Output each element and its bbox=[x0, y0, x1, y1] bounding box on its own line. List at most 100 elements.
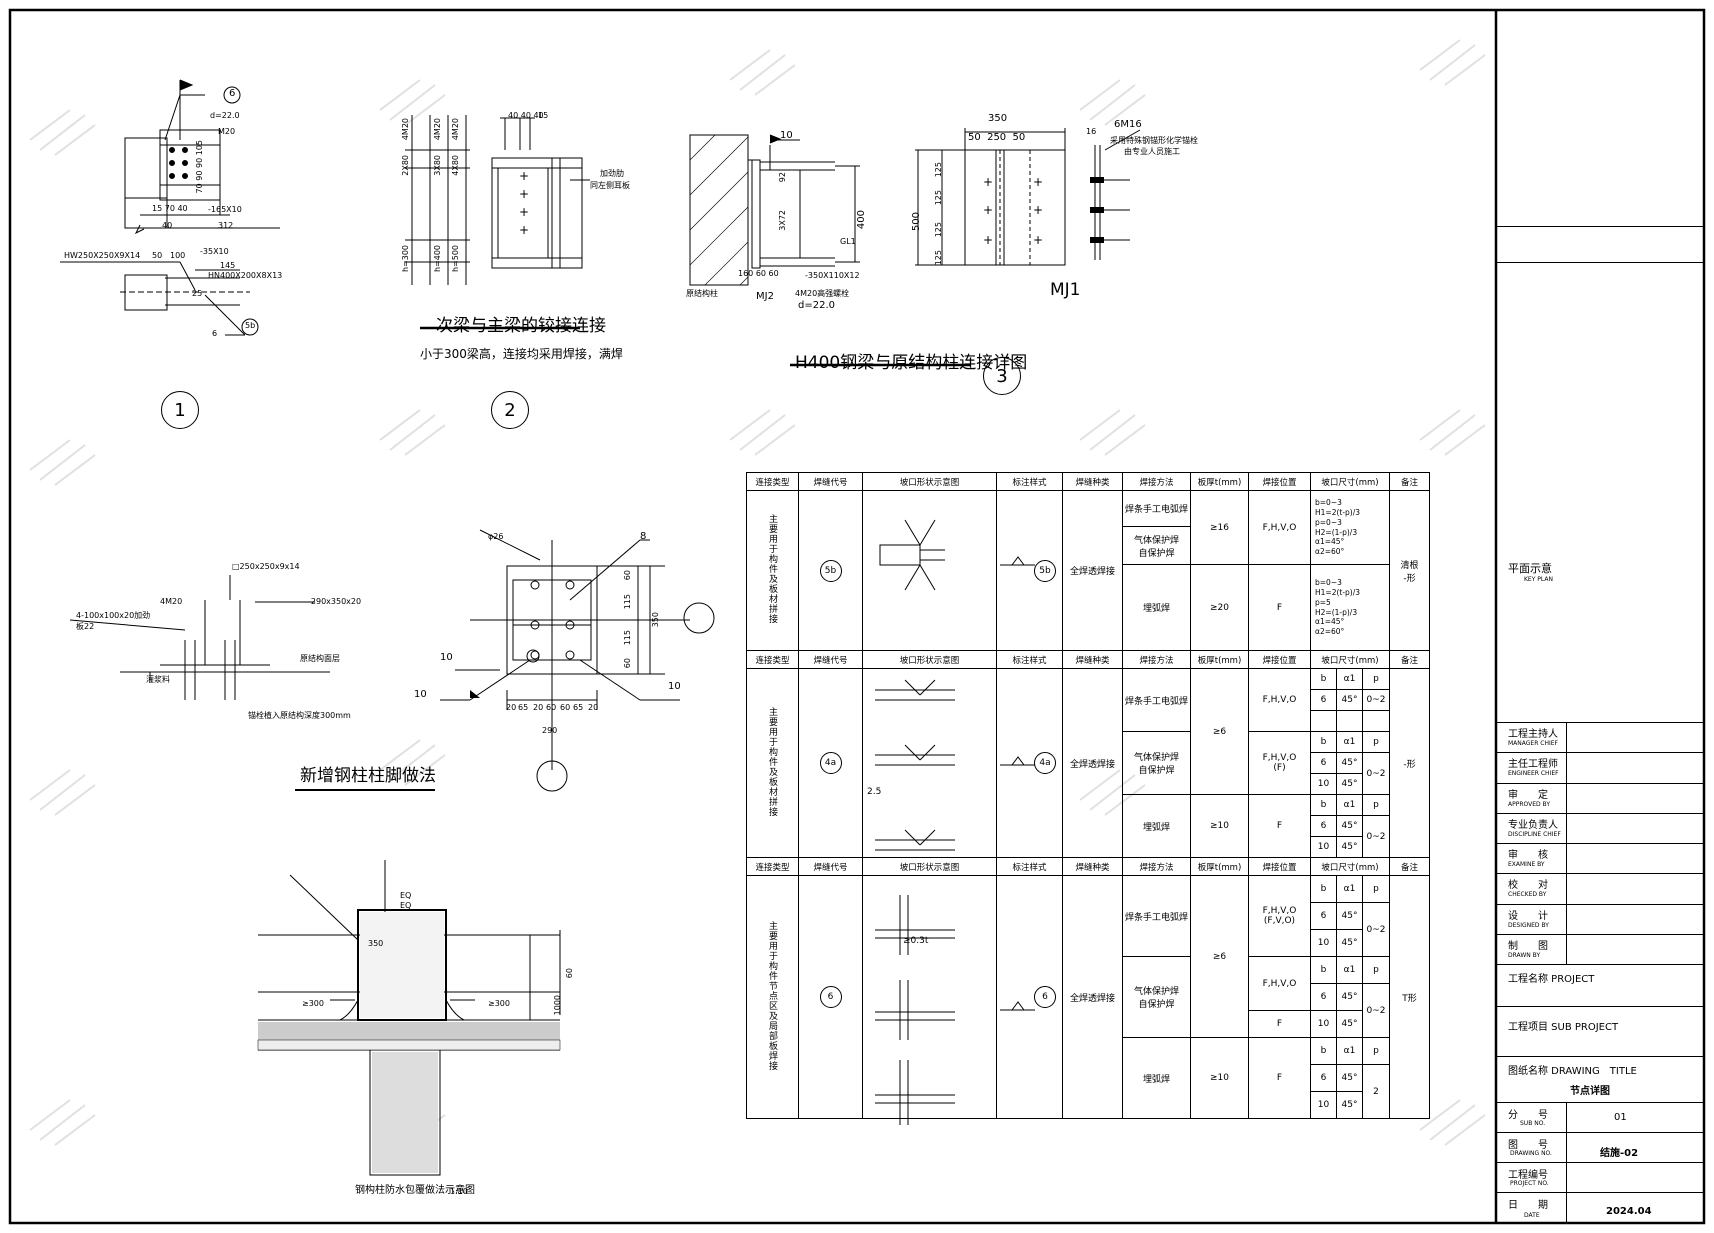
weld-g3-b-hdr: b bbox=[1310, 875, 1337, 903]
sheet-border bbox=[8, 8, 1706, 1225]
weld-g3-thickness-3: ≥10 bbox=[1190, 1037, 1249, 1119]
detail-1-d25: 25 bbox=[192, 289, 203, 298]
weld-g2-thickness-3: ≥10 bbox=[1190, 794, 1249, 858]
detail-3-bolts: 4M20高强螺栓 bbox=[795, 289, 850, 298]
detail-1-col: HW250X250X9X14 bbox=[64, 251, 141, 260]
role-row-line bbox=[1496, 843, 1704, 844]
weld-g3-row-3: 10 45° bbox=[747, 929, 1430, 957]
weld-g2-mark-tag: 4a bbox=[1034, 752, 1056, 774]
anchor-note-2: 由专业人员施工 bbox=[1124, 147, 1180, 156]
weld-g2-p-hdr-2: p bbox=[1361, 731, 1391, 753]
role-label-en: MANAGER CHIEF bbox=[1508, 740, 1558, 747]
weld-g2-p-hdr-3: p bbox=[1361, 794, 1391, 816]
weld-g2-type-text: 主要用于构件及板材拼接 bbox=[767, 706, 777, 817]
weld-g3-type: 主要用于构件节点区及局部板焊接 bbox=[746, 875, 799, 1119]
detail-2-col3-a: 4X80 bbox=[451, 155, 460, 176]
weld-g2-row-6: 10 45° bbox=[747, 773, 1430, 795]
weld-g3-row-9: 10 45° bbox=[747, 1091, 1430, 1119]
role-label-en: DISCIPLINE CHIEF bbox=[1508, 830, 1561, 838]
base-grid-circle-bottom bbox=[536, 760, 568, 792]
waterproof-d350: 350 bbox=[368, 939, 384, 948]
tb-line-dt bbox=[1496, 1056, 1704, 1057]
detail-1-d145: 145 bbox=[220, 261, 236, 270]
mj1-left-1: 125 bbox=[934, 162, 943, 178]
weld-g3-a-hdr: α1 bbox=[1336, 875, 1363, 903]
weld-g2-row-5: 6 45° 0~2 bbox=[747, 752, 1430, 795]
weld-g2-r4-a: 45° bbox=[1336, 815, 1363, 837]
sub-project-label: 工程项目 SUB PROJECT bbox=[1508, 1022, 1619, 1033]
weld-g3-position-1: F,H,V,O (F,V,O) bbox=[1248, 875, 1311, 957]
weld-g3-r3-b: 6 bbox=[1310, 983, 1337, 1011]
base-dim-290: 290 bbox=[542, 726, 558, 735]
detail-3-plate: -350X110X12 bbox=[805, 271, 860, 280]
role-row-line bbox=[1496, 752, 1704, 754]
hdr2-sketch: 坡口形状示意图 bbox=[862, 650, 997, 669]
weld-g3-b-hdr-3: b bbox=[1310, 1037, 1337, 1065]
base-stiff: 4-100x100x20加劲 bbox=[76, 611, 151, 620]
svg-text:+: + bbox=[983, 203, 993, 217]
detail-2-bolt-2: 4M20 bbox=[433, 118, 442, 141]
weld-g1-mark-cell: 5b bbox=[996, 490, 1063, 651]
weld-g2-b-hdr-3: b bbox=[1310, 794, 1337, 816]
weld-g2-position-1: F,H,V,O bbox=[1248, 668, 1311, 732]
hdr3-kind: 焊缝种类 bbox=[1062, 857, 1123, 876]
weld-g3-r1-b: 6 bbox=[1310, 902, 1337, 930]
svg-text:+: + bbox=[519, 223, 529, 237]
weld-g3-sketch: ≥0.3t bbox=[862, 875, 997, 1119]
svg-text:+: + bbox=[519, 169, 529, 183]
weld-g3-position-2b: F bbox=[1248, 1010, 1311, 1038]
weld-g3-row-7: 埋弧焊 ≥10 F b α1 p bbox=[747, 1037, 1430, 1119]
detail-2-h-1: h=300 bbox=[401, 245, 410, 273]
sub-no: 01 bbox=[1614, 1112, 1627, 1123]
role-row-line bbox=[1496, 903, 1704, 905]
weld-g2-a-hdr-2: α1 bbox=[1336, 731, 1363, 753]
hdr2-type: 连接类型 bbox=[746, 650, 799, 669]
mj1-label: MJ1 bbox=[1050, 280, 1081, 300]
weld-g2-r4-p: 0~2 bbox=[1361, 815, 1391, 858]
detail-3-gl1: GL1 bbox=[840, 237, 856, 246]
weld-g2-mark-cell: 4a bbox=[996, 668, 1063, 858]
weld-g2-method-2: 气体保护焊 自保护焊 bbox=[1122, 731, 1191, 795]
hdr2-mark: 标注样式 bbox=[996, 650, 1063, 669]
hdr3-code: 焊缝代号 bbox=[798, 857, 863, 876]
weld-g1-method-2: 气体保护焊 自保护焊 bbox=[1122, 526, 1191, 565]
date-en: DATE bbox=[1524, 1212, 1540, 1219]
weld-g1-thickness-1: ≥16 bbox=[1190, 490, 1249, 565]
mj1-left-3: 125 bbox=[934, 222, 943, 238]
detail-1-number-circle: 1 bbox=[161, 391, 199, 429]
base-dim-h6: 65 bbox=[573, 703, 584, 712]
waterproof-hatch-layer bbox=[258, 1022, 560, 1040]
weld-g2-b-hdr-2: b bbox=[1310, 731, 1337, 753]
detail-1-len: 312 bbox=[218, 221, 234, 230]
weld-g2-r1-p: 0~2 bbox=[1361, 689, 1391, 711]
waterproof-d300a: ≥300 bbox=[302, 999, 324, 1008]
weld-g2-extra: 2.5 bbox=[867, 787, 882, 797]
weld-g2-row-9: 10 45° bbox=[747, 836, 1430, 858]
tb-line-sub bbox=[1496, 1006, 1704, 1007]
detail-1-d6: 6 bbox=[212, 329, 218, 338]
hdr2-dims: 坡口尺寸(mm) bbox=[1309, 650, 1391, 669]
weld-g3-r5-b: 6 bbox=[1310, 1064, 1337, 1092]
anchor-d16: 16 bbox=[1086, 127, 1097, 136]
detail-3-dim-92: 92 bbox=[778, 172, 787, 183]
weld-g2-position-2: F,H,V,O (F) bbox=[1248, 731, 1311, 795]
weld-g1-dims-a: b=0~3 H1=2(t-p)/3 p=0~3 H2=(1-p)/3 α1=45… bbox=[1309, 490, 1391, 565]
weld-g3-method-3: 埋弧焊 bbox=[1122, 1037, 1191, 1119]
drawing-no-cn: 图 号 bbox=[1508, 1140, 1548, 1151]
weld-g1-note: 清根 -形 bbox=[1389, 490, 1431, 651]
weld-g3-row-2: 6 45° 0~2 bbox=[747, 902, 1430, 957]
detail-2-title: 次梁与主梁的铰接连接 bbox=[436, 316, 606, 336]
role-label-cn: 工程主持人 bbox=[1508, 729, 1558, 740]
hdr2-kind: 焊缝种类 bbox=[1062, 650, 1123, 669]
detail-2-top-dims: 40 40 40 bbox=[508, 111, 544, 120]
detail-1-plate2: -35X10 bbox=[200, 247, 229, 256]
svg-text:+: + bbox=[1033, 175, 1043, 189]
detail-3-dim-3x72: 3X72 bbox=[778, 210, 787, 231]
weld-g3-thickness-1: ≥6 bbox=[1190, 875, 1249, 1038]
weld-g1-row-2: 气体保护焊 自保护焊 bbox=[747, 526, 1430, 565]
weld-g1-type-text: 主要用于构件及板材拼接 bbox=[767, 514, 777, 624]
weld-g1-type: 主要用于构件及板材拼接 bbox=[746, 490, 799, 651]
weld-g2-sketch: 2.5 bbox=[862, 668, 997, 858]
weld-g3-a-hdr-2: α1 bbox=[1336, 956, 1363, 984]
